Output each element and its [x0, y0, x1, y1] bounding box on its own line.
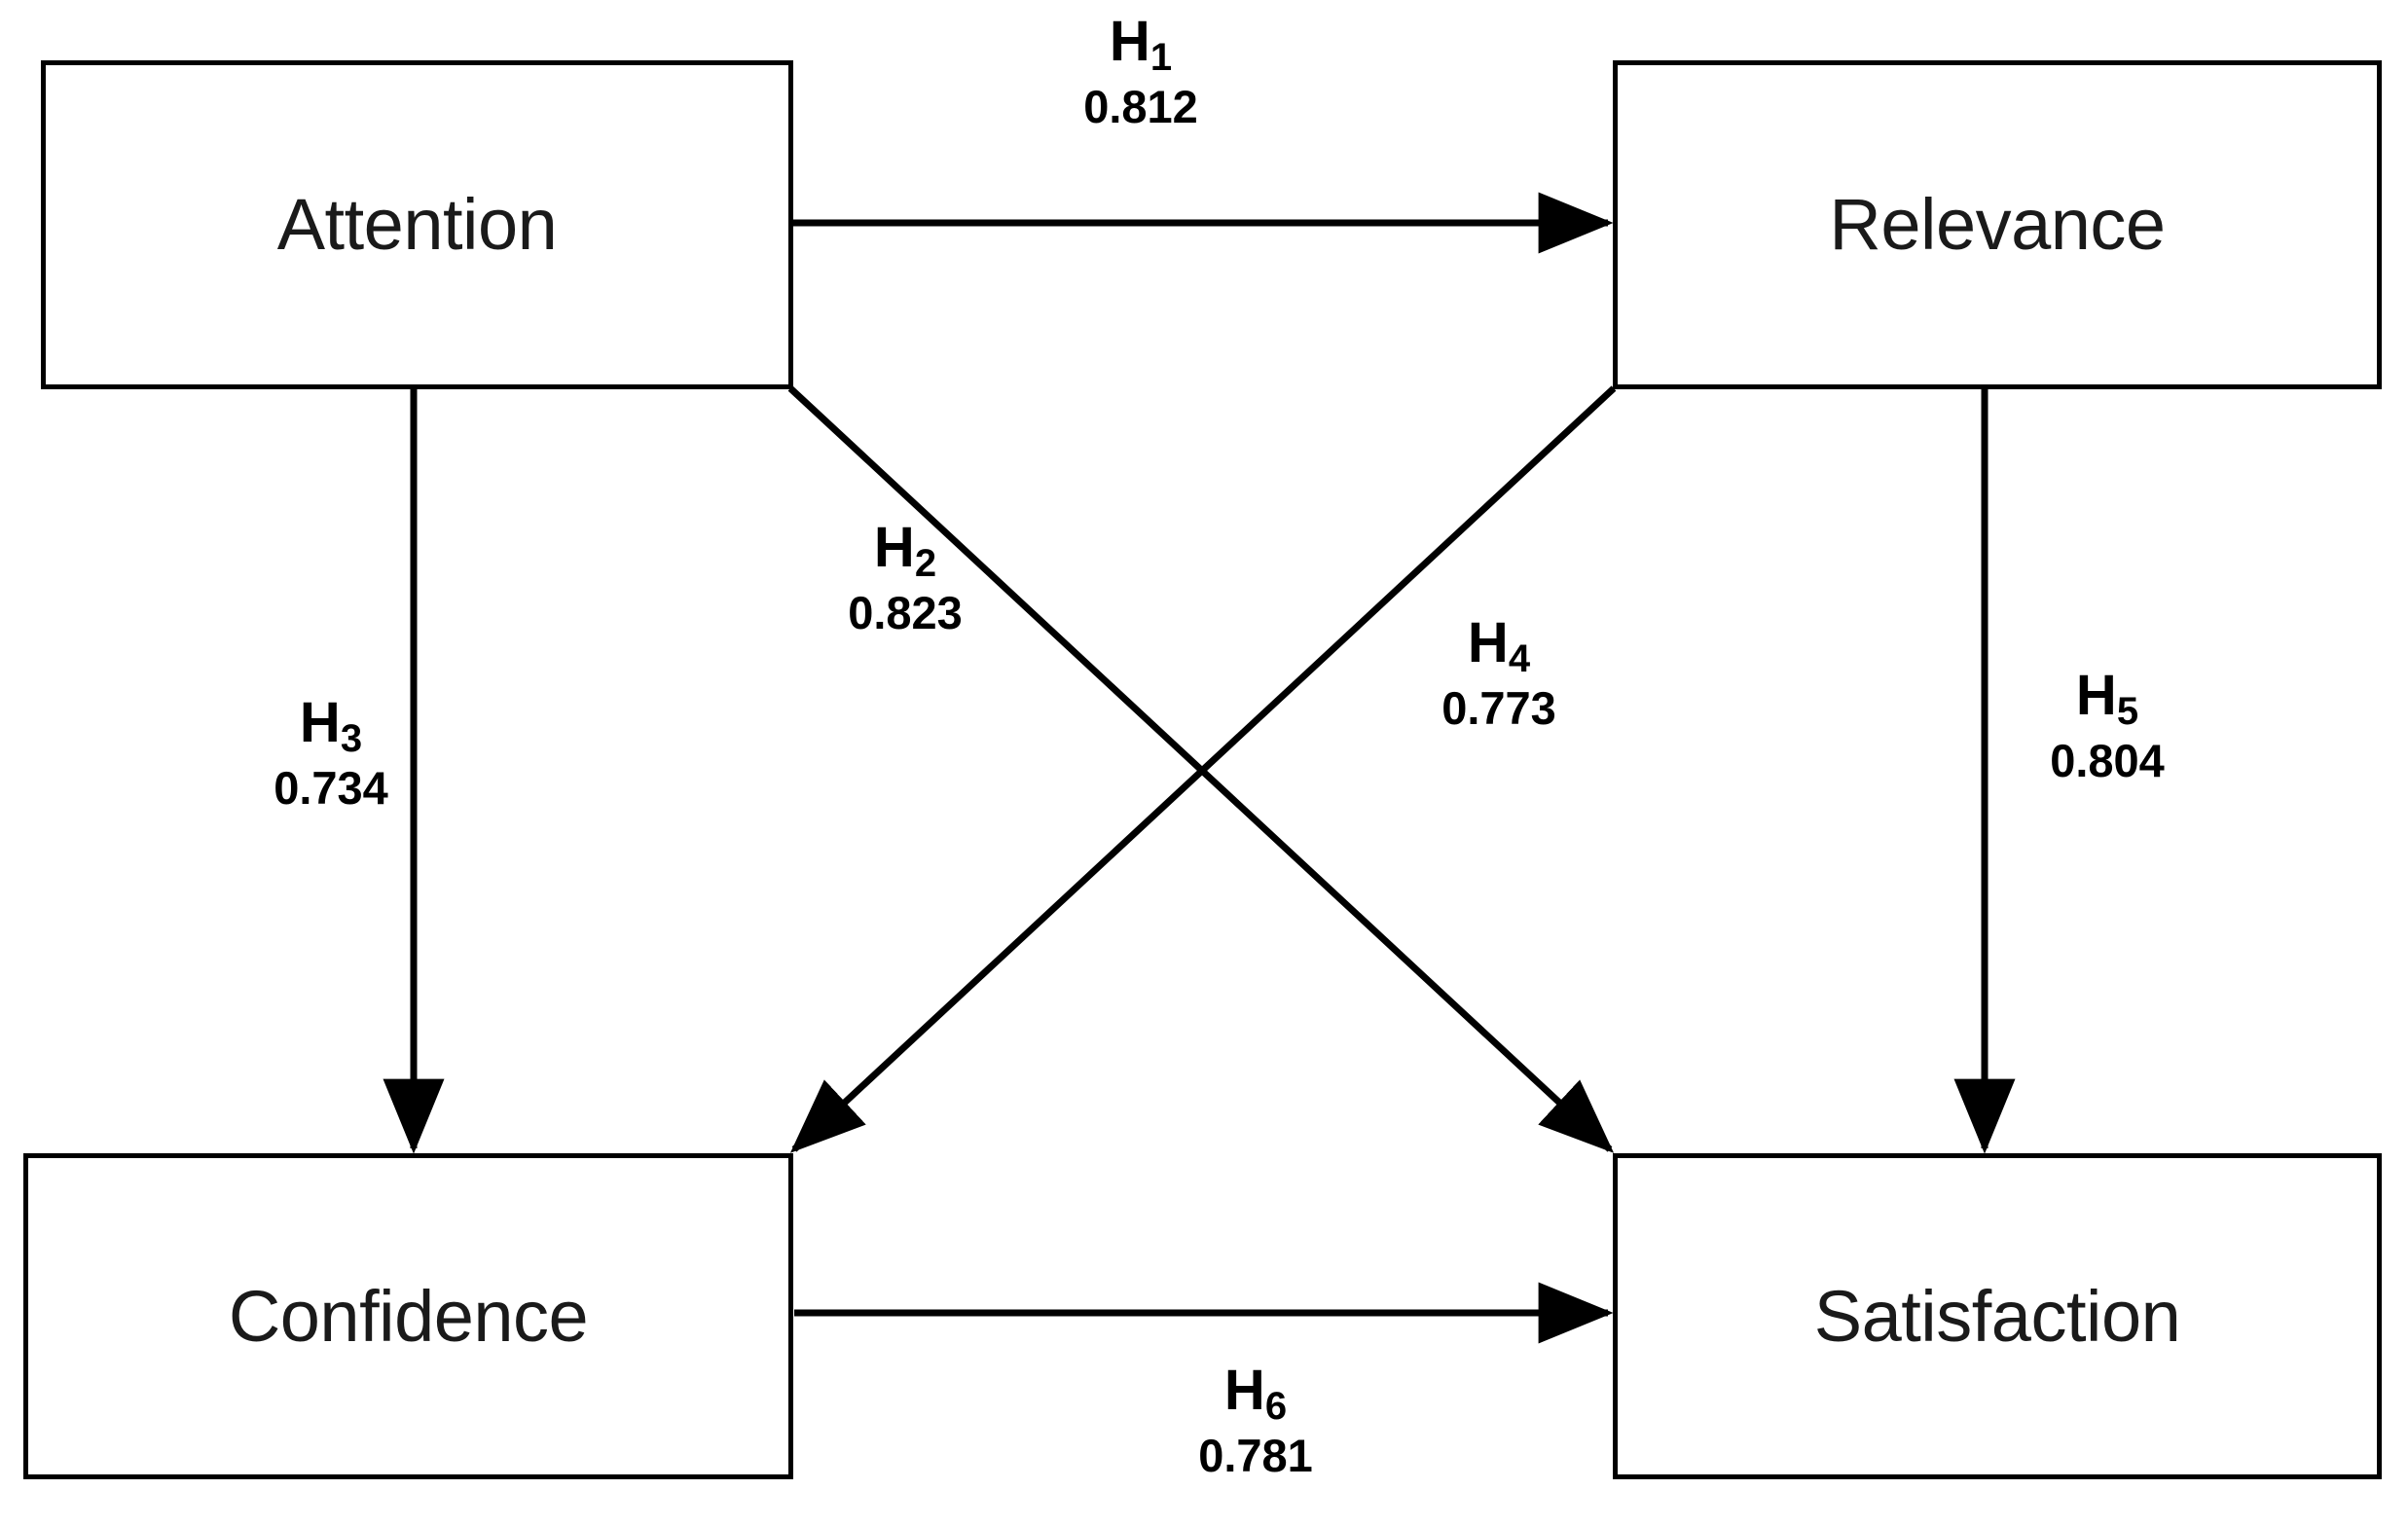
- path-label-h4-coefficient: 0.773: [1441, 682, 1556, 734]
- path-label-h2-name: H2: [873, 516, 937, 585]
- node-confidence-label: Confidence: [228, 1275, 589, 1357]
- path-label-h3-coefficient: 0.734: [274, 762, 388, 814]
- node-relevance-label: Relevance: [1829, 184, 2166, 265]
- path-label-h6: H6 0.781: [1198, 1359, 1313, 1481]
- node-attention-label: Attention: [276, 184, 558, 265]
- node-satisfaction[interactable]: Satisfaction: [1613, 1153, 2382, 1479]
- path-label-h2-coefficient: 0.823: [848, 587, 963, 638]
- path-label-h1-coefficient: 0.812: [1083, 81, 1198, 132]
- path-label-h3-name: H3: [299, 691, 363, 760]
- node-satisfaction-label: Satisfaction: [1813, 1275, 2181, 1357]
- path-label-h5-name: H5: [2075, 664, 2139, 733]
- path-label-h4: H4 0.773: [1441, 611, 1556, 734]
- path-label-h1: H1 0.812: [1083, 10, 1198, 132]
- path-label-h5: H5 0.804: [2050, 664, 2165, 786]
- node-attention[interactable]: Attention: [41, 60, 793, 389]
- path-label-h6-name: H6: [1223, 1359, 1288, 1428]
- path-label-h4-name: H4: [1467, 611, 1531, 680]
- path-label-h5-coefficient: 0.804: [2050, 735, 2165, 786]
- path-label-h3: H3 0.734: [274, 691, 388, 814]
- path-label-h2: H2 0.823: [848, 520, 963, 636]
- path-label-h1-name: H1: [1109, 10, 1173, 79]
- path-label-h6-coefficient: 0.781: [1198, 1430, 1313, 1481]
- node-confidence[interactable]: Confidence: [23, 1153, 793, 1479]
- node-relevance[interactable]: Relevance: [1613, 60, 2382, 389]
- path-arrow-h4: [789, 385, 1617, 1153]
